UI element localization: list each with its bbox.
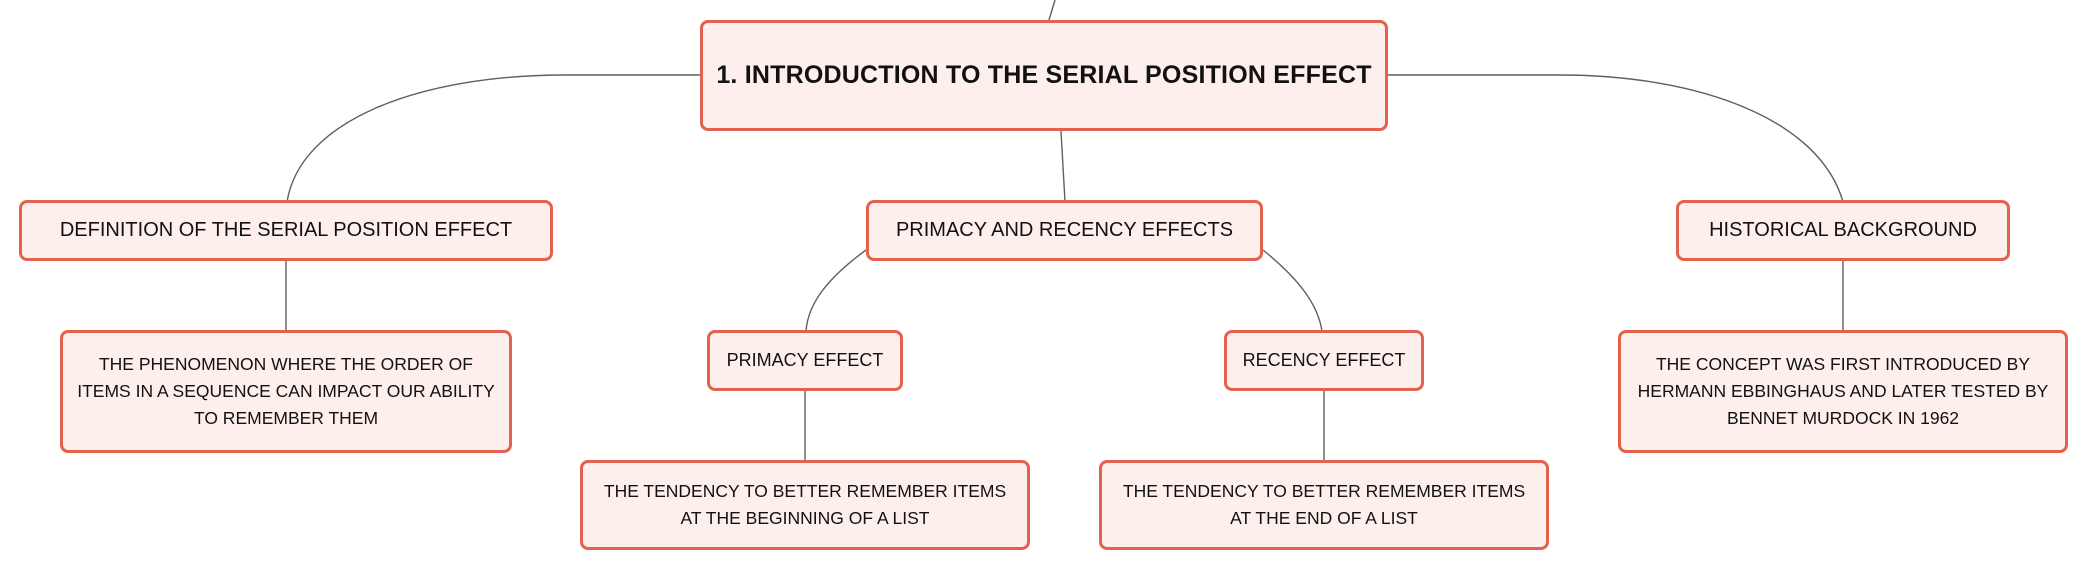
primacy-detail-text: THE TENDENCY TO BETTER REMEMBER ITEMS AT… (603, 481, 1007, 528)
history-label: HISTORICAL BACKGROUND (1709, 219, 1977, 241)
primacy-detail-node[interactable]: THE TENDENCY TO BETTER REMEMBER ITEMS AT… (580, 460, 1030, 550)
root-topic-label: 1. INTRODUCTION TO THE SERIAL POSITION E… (716, 61, 1372, 89)
recency-detail-text: THE TENDENCY TO BETTER REMEMBER ITEMS AT… (1122, 481, 1526, 528)
connector-root-to-history (1388, 74, 1844, 203)
definition-label: DEFINITION OF THE SERIAL POSITION EFFECT (59, 219, 513, 241)
connector-parent-to-root (1048, 0, 1056, 21)
primacy-recency-label: PRIMACY AND RECENCY EFFECTS (895, 219, 1234, 241)
primacy-effect-label: PRIMACY EFFECT (726, 350, 884, 370)
recency-effect-label: RECENCY EFFECT (1242, 350, 1406, 370)
root-topic-node[interactable]: 1. INTRODUCTION TO THE SERIAL POSITION E… (700, 20, 1388, 131)
recency-effect-node[interactable]: RECENCY EFFECT (1224, 330, 1424, 391)
connector-primacy-recency-to-primacy (805, 249, 867, 332)
definition-detail-node[interactable]: THE PHENOMENON WHERE THE ORDER OF ITEMS … (60, 330, 512, 453)
primacy-effect-node[interactable]: PRIMACY EFFECT (707, 330, 903, 391)
recency-detail-node[interactable]: THE TENDENCY TO BETTER REMEMBER ITEMS AT… (1099, 460, 1549, 550)
history-detail-text: THE CONCEPT WAS FIRST INTRODUCED BY HERM… (1637, 354, 2049, 428)
connector-root-to-definition (286, 74, 700, 203)
primacy-recency-node[interactable]: PRIMACY AND RECENCY EFFECTS (866, 200, 1263, 261)
definition-detail-text: THE PHENOMENON WHERE THE ORDER OF ITEMS … (77, 354, 495, 428)
history-node[interactable]: HISTORICAL BACKGROUND (1676, 200, 2010, 261)
history-detail-node[interactable]: THE CONCEPT WAS FIRST INTRODUCED BY HERM… (1618, 330, 2068, 453)
connector-root-to-primacy-recency (1060, 130, 1066, 203)
definition-node[interactable]: DEFINITION OF THE SERIAL POSITION EFFECT (19, 200, 553, 261)
connector-primacy-recency-to-recency (1262, 249, 1323, 332)
